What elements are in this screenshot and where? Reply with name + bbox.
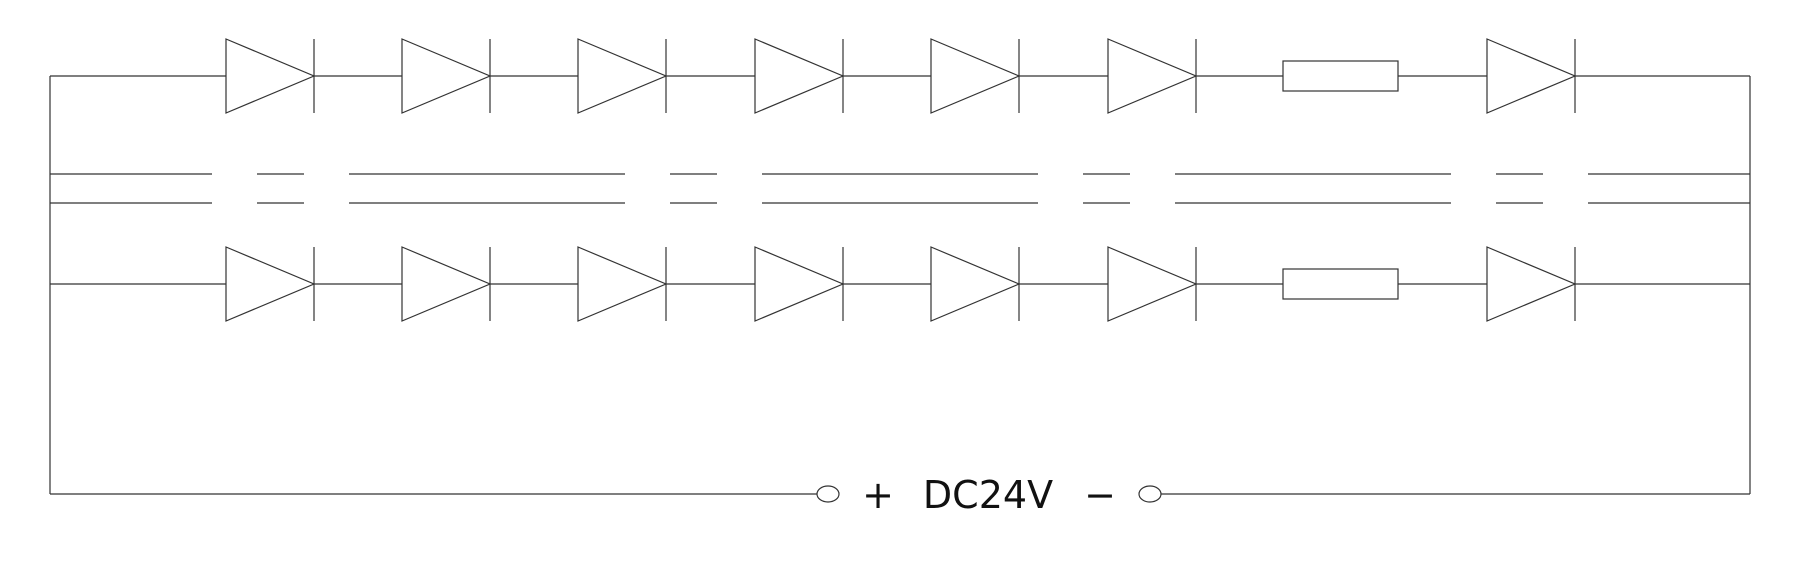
string-separator — [50, 173, 1750, 204]
wires — [49, 75, 1751, 495]
diode-symbol — [225, 246, 316, 322]
diode-symbol — [1486, 38, 1577, 114]
diode-triangle — [930, 246, 1021, 322]
supply-minus-sign: − — [1084, 473, 1116, 517]
resistor-symbol — [1282, 268, 1399, 300]
diode-symbol — [1486, 246, 1577, 322]
power-supply: + DC24V − — [816, 473, 1162, 517]
diode-triangle — [577, 38, 668, 114]
diode-symbol — [1107, 246, 1198, 322]
negative-terminal — [1138, 485, 1162, 503]
diode-triangle — [401, 246, 492, 322]
diode-symbol — [930, 246, 1021, 322]
diode-symbol — [401, 246, 492, 322]
positive-terminal — [816, 485, 840, 503]
diode-triangle — [1107, 246, 1198, 322]
diode-triangle — [1107, 38, 1198, 114]
diode-symbol — [577, 38, 668, 114]
diode-triangle — [225, 246, 316, 322]
diode-triangle — [1486, 38, 1577, 114]
diode-triangle — [754, 246, 845, 322]
diode-triangle — [930, 38, 1021, 114]
diode-triangle — [225, 38, 316, 114]
diode-symbol — [401, 38, 492, 114]
diode-symbol — [225, 38, 316, 114]
diode-symbol — [577, 246, 668, 322]
diode-symbol — [1107, 38, 1198, 114]
supply-voltage-label: DC24V — [923, 473, 1053, 517]
diode-triangle — [754, 38, 845, 114]
diode-triangle — [577, 246, 668, 322]
diode-triangle — [401, 38, 492, 114]
diode-symbol — [754, 38, 845, 114]
diode-symbol — [930, 38, 1021, 114]
diode-symbol — [754, 246, 845, 322]
resistor-symbol — [1282, 60, 1399, 92]
components — [225, 38, 1577, 322]
diode-triangle — [1486, 246, 1577, 322]
supply-plus-sign: + — [862, 473, 894, 517]
